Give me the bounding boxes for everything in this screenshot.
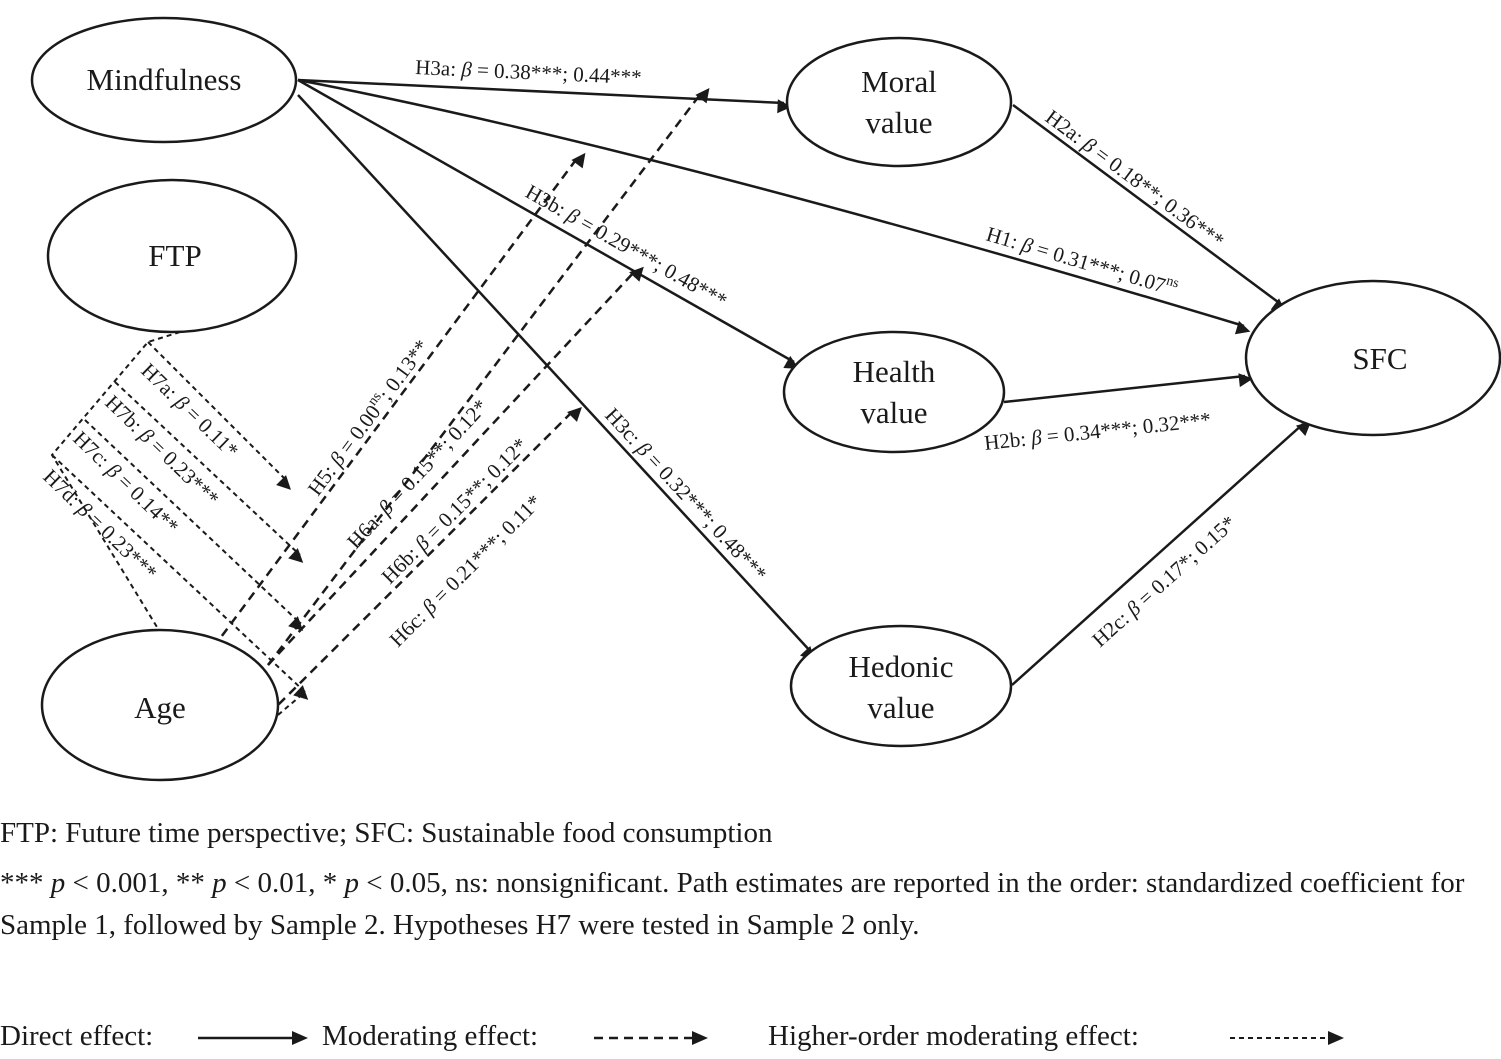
node-mindfulness [30,16,298,144]
node-moral-label-1: Moral [861,64,937,99]
legend-moderating-arrow [594,1031,708,1045]
edge-h7d [51,454,309,700]
edge-h3b [297,78,799,369]
node-sfc-label: SFC [1352,341,1407,376]
label-h2b: H2b: β = 0.34***; 0.32*** [983,407,1212,455]
node-moral-value [785,36,1013,168]
node-hedonic-label-1: Hedonic [848,649,953,684]
label-h3c: H3c: β = 0.32***; 0.48*** [600,403,771,586]
edge-h2a [1012,103,1287,313]
edge-h3c [297,94,815,662]
edge-h5b [267,87,710,666]
node-hedonic-label-2: value [867,690,934,725]
node-health-value [782,330,1006,454]
node-health-label-2: value [860,395,927,430]
label-h1: H1: β = 0.31***; 0.07ns [984,221,1181,301]
abbreviations-note: FTP: Future time perspective; SFC: Susta… [0,817,773,849]
node-hedonic-value [789,624,1013,748]
edge-age-feed [277,691,306,716]
legend-direct-arrow [198,1031,308,1045]
node-ftp-label: FTP [148,238,201,273]
legend-direct-label: Direct effect: [0,1020,154,1052]
node-ftp [46,178,298,334]
path-diagram: Mindfulness FTP Age Moral value Health v… [30,16,1501,782]
node-moral-label-2: value [865,105,932,140]
node-age [40,628,280,782]
label-h3a: H3a: β = 0.38***; 0.44*** [415,55,642,89]
figure-notes: FTP: Future time perspective; SFC: Susta… [0,812,1480,954]
significance-note: *** p < 0.001, ** p < 0.01, * p < 0.05, … [0,867,1465,941]
edge-h1 [297,78,1251,335]
edge-h7b [114,381,304,563]
edge-h7c [84,419,304,631]
node-age-label: Age [134,690,186,725]
node-mindfulness-label: Mindfulness [87,62,242,97]
label-h2c: H2c: β = 0.17*; 0.15* [1087,511,1240,652]
edge-h6b [267,407,582,716]
legend: Direct effect: Moderating effect: Higher… [0,1016,1480,1056]
legend-higher-label: Higher-order moderating effect: [768,1020,1139,1052]
node-health-label-1: Health [853,354,936,389]
edge-h7a [147,341,291,490]
label-h2a: H2a: β = 0.18**; 0.36*** [1041,105,1229,253]
node-sfc [1244,279,1501,437]
legend-higher-arrow [1230,1031,1344,1045]
legend-moderating-label: Moderating effect: [322,1020,539,1052]
edge-h2c [1011,421,1312,686]
edge-h2b [1003,373,1254,404]
label-h3b: H3b: β = 0.29***; 0.48*** [522,179,732,312]
